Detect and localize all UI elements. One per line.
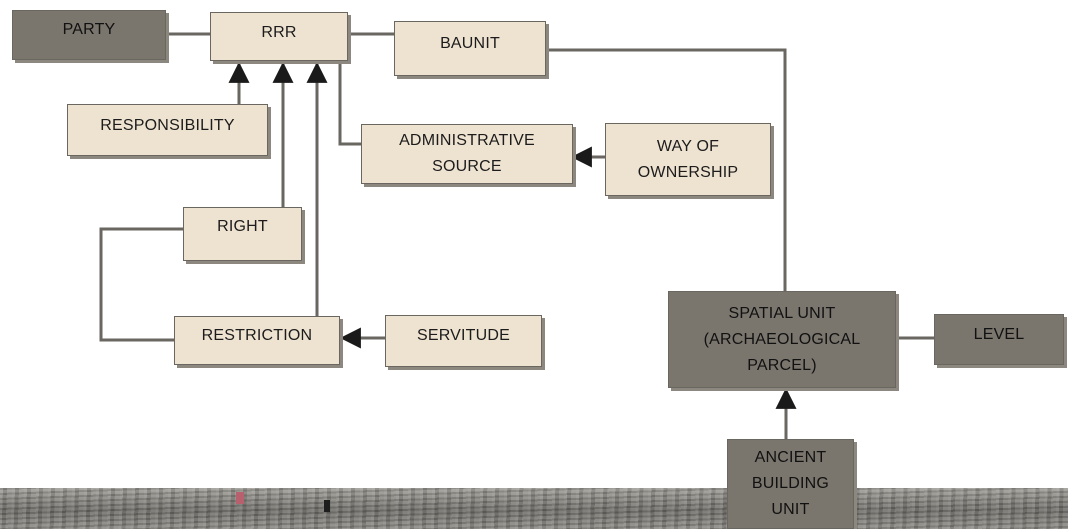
stone-dark-mark xyxy=(324,500,330,512)
line-rrr-admin-source xyxy=(338,60,361,146)
node-ancient-building-unit: ANCIENT BUILDING UNIT xyxy=(727,439,854,529)
node-administrative-source: ADMINISTRATIVE SOURCE xyxy=(361,124,573,184)
stone-background-photo xyxy=(0,488,1068,529)
node-way-of-ownership: WAY OF OWNERSHIP xyxy=(605,123,771,196)
node-rrr: RRR xyxy=(210,12,348,61)
node-restriction: RESTRICTION xyxy=(174,316,340,365)
node-spatial-unit: SPATIAL UNIT (ARCHAEOLOGICAL PARCEL) xyxy=(668,291,896,388)
node-responsibility: RESPONSIBILITY xyxy=(67,104,268,156)
node-baunit: BAUNIT xyxy=(394,21,546,76)
line-right-restriction xyxy=(99,227,183,342)
line-baunit-spatial-unit xyxy=(546,48,787,291)
node-servitude: SERVITUDE xyxy=(385,315,542,367)
node-right: RIGHT xyxy=(183,207,302,261)
stone-red-mark xyxy=(236,492,244,504)
node-level: LEVEL xyxy=(934,314,1064,365)
node-party: PARTY xyxy=(12,10,166,60)
